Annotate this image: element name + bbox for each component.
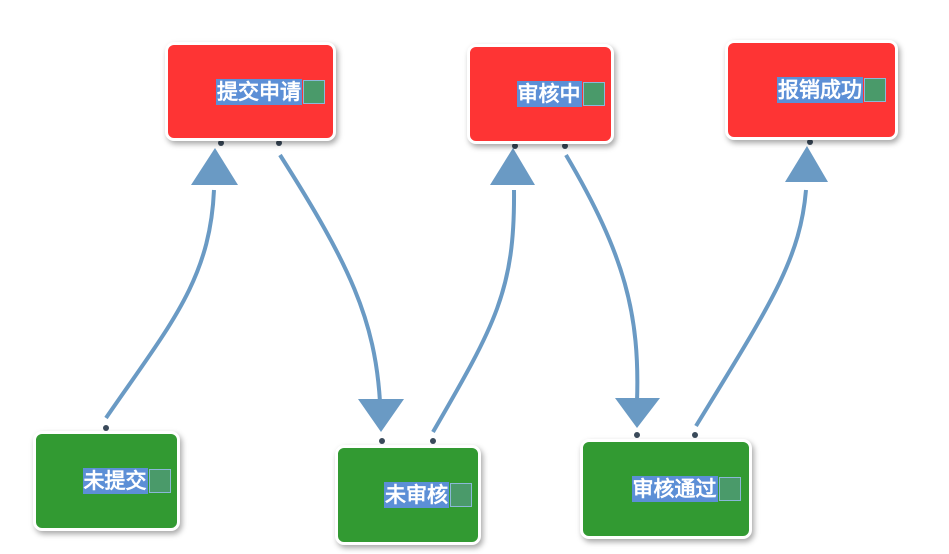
port	[807, 139, 813, 145]
port	[276, 140, 282, 146]
color-chip-icon	[148, 469, 171, 493]
port	[103, 425, 109, 431]
port	[430, 438, 436, 444]
color-chip-icon	[450, 483, 472, 507]
edge-not-reviewed-to-reviewing	[431, 189, 517, 434]
node-submit-request[interactable]: 提交申请	[165, 42, 336, 141]
node-label: 审核中	[516, 81, 582, 107]
node-not-reviewed[interactable]: 未审核	[335, 445, 481, 545]
color-chip-icon	[864, 78, 886, 102]
arrowhead-review-passed	[615, 398, 660, 428]
node-label: 审核通过	[631, 476, 718, 502]
arrowhead-not-reviewed	[358, 399, 404, 432]
port	[634, 432, 640, 438]
arrowhead-reviewing	[490, 148, 535, 185]
node-reimburse-success[interactable]: 报销成功	[725, 40, 898, 140]
node-review-passed[interactable]: 审核通过	[580, 439, 752, 539]
node-reviewing[interactable]: 审核中	[467, 44, 614, 144]
arrowhead-reimburse-success	[785, 146, 828, 182]
color-chip-icon	[582, 82, 605, 106]
node-not-submitted[interactable]: 未提交	[33, 431, 180, 531]
edge-reviewing-to-review-passed	[564, 153, 640, 403]
node-label: 报销成功	[777, 77, 863, 103]
port	[512, 143, 518, 149]
color-chip-icon	[718, 477, 741, 501]
port	[379, 438, 385, 444]
port	[562, 143, 568, 149]
node-label: 未审核	[384, 482, 449, 508]
edge-review-passed-to-reimburse-success	[694, 189, 808, 428]
color-chip-icon	[303, 79, 325, 104]
edge-submit-request-to-not-reviewed	[278, 153, 382, 403]
node-label: 提交申请	[216, 78, 302, 105]
arrowhead-submit-request	[191, 148, 238, 185]
node-label: 未提交	[82, 468, 148, 494]
port	[692, 432, 698, 438]
edge-not-submitted-to-submit-request	[104, 189, 216, 420]
port	[218, 140, 224, 146]
